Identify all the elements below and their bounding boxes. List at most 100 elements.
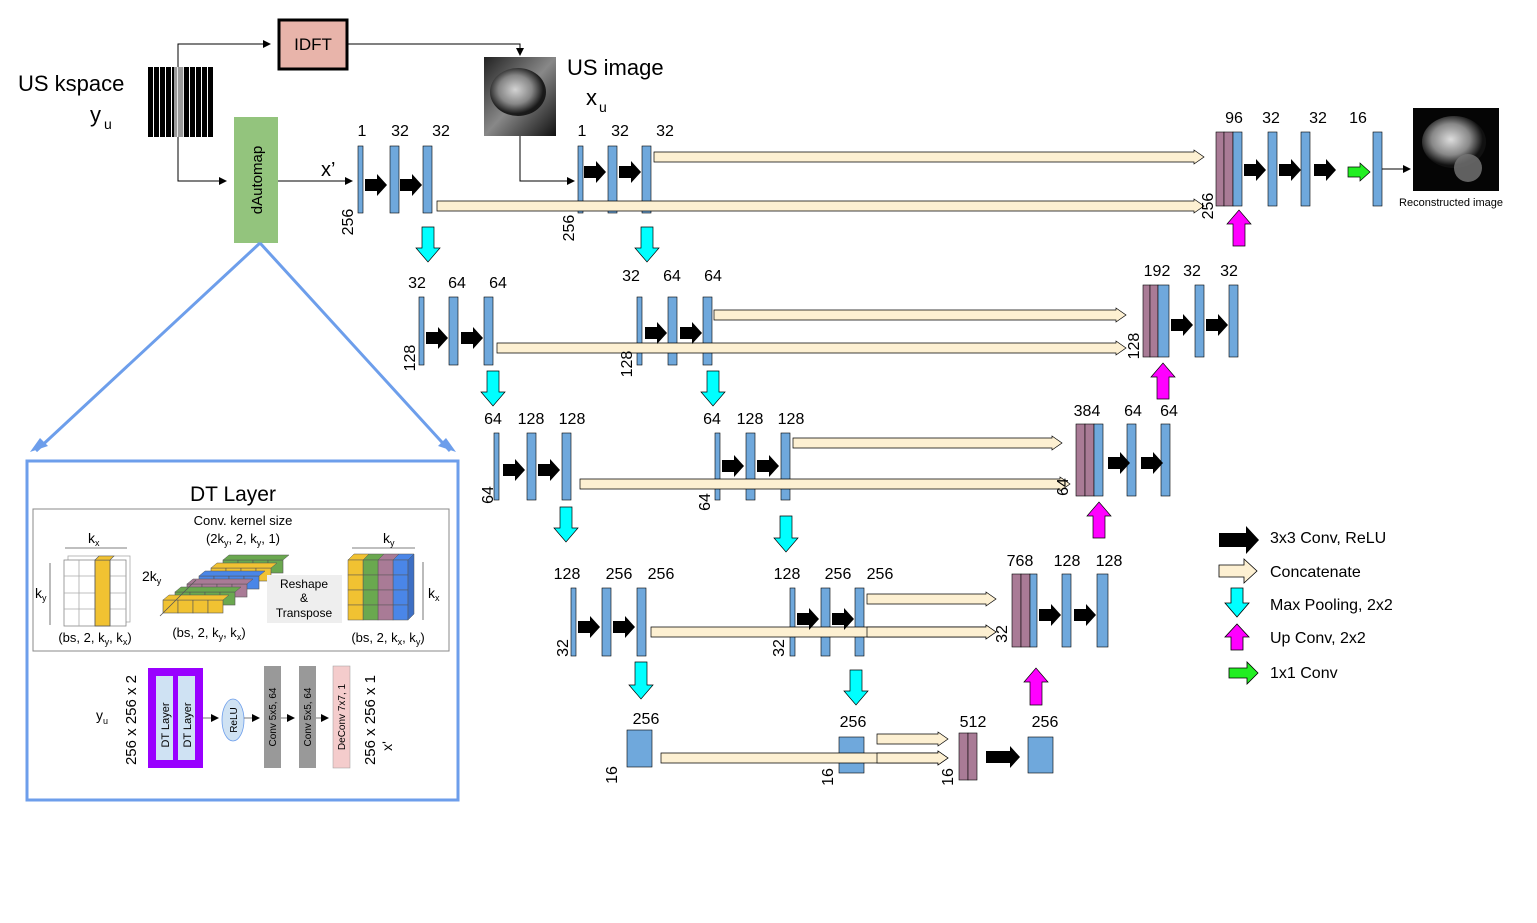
concat-arrow-2 [496,340,1127,356]
conv-arrow-1 [400,174,422,196]
label-u1-4: 16 [1349,110,1367,127]
svg-text:DT Layer: DT Layer [160,702,172,747]
label-c5-side: 16 [940,768,957,786]
kspace-to-idft-line [177,40,271,67]
us-image: US image x u [484,55,664,136]
block-u3-concat-2 [1084,423,1095,497]
conv-arrow-3 [619,161,641,183]
us-image-symbol: x [586,85,597,110]
block-u2-concat-2 [1149,284,1159,358]
concat-arrow-3 [713,307,1127,323]
block-c5-concat-1 [958,732,969,781]
label-b2-2: 64 [663,268,681,285]
block-b2-2 [667,296,678,366]
block-u1-3 [1300,131,1311,207]
conv-arrow-icon [1219,526,1259,554]
image-to-unet-line [519,136,575,185]
conv-arrow-11 [757,455,779,477]
xprime-label: x’ [321,159,335,181]
svg-text:DeConv 7x7, 1: DeConv 7x7, 1 [337,683,348,750]
conv-arrow-13 [613,616,635,638]
kernel-cell [207,599,224,614]
label-a3-1: 64 [484,411,502,428]
pipeline-output-symbol: x' [379,741,395,751]
kernel-stack [162,554,290,614]
block-a5 [626,729,653,768]
label-a4-3: 256 [648,566,675,583]
label-b3-3: 128 [778,411,805,428]
conv-arrow-25 [986,746,1020,768]
conv-arrow-8 [503,459,525,481]
block-u2-3 [1228,284,1239,358]
legend-item-concat: Concatenate [1218,558,1361,584]
block-u3-concat-1 [1075,423,1086,497]
legend-label-upconv: Up Conv, 2x2 [1270,630,1366,647]
dt-layer-2 [178,676,195,760]
label-a2-2: 64 [448,275,466,292]
conv-arrow-2 [584,161,606,183]
label-b2-side: 128 [619,351,636,378]
zoom-arrowhead-left [30,438,48,452]
relu-node [221,698,245,742]
conv-arrow-18 [1108,452,1130,474]
block-b3-3 [780,432,791,501]
legend-label-conv: 3x3 Conv, ReLU [1270,530,1386,547]
reconstructed-image [1413,108,1499,191]
dt-panel: DT Layer Conv. kernel size (2ky, 2, ky, … [25,459,460,802]
block-a4-1 [570,587,577,657]
label-u2-side: 128 [1126,333,1143,360]
conv1x1-arrow-icon [1228,661,1259,685]
label-b1-1: 1 [578,123,587,140]
conv-arrow-7 [680,322,702,344]
upconv-arrow-2 [1150,362,1176,400]
label-u1-side: 256 [1200,193,1217,220]
kernel-cell [192,599,209,614]
pool-arrow-3 [700,370,726,407]
label-b4-2: 256 [825,566,852,583]
block-c5-out [1027,736,1054,774]
svg-text:Conv 5x5, 64: Conv 5x5, 64 [303,687,314,746]
svg-text:kx: kx [428,585,440,603]
block-a3-3 [561,432,572,501]
block-u4-concat-2 [1020,573,1031,648]
label-b1-3: 32 [656,123,674,140]
kernel-top [186,578,254,585]
label-u4-1: 768 [1007,553,1034,570]
legend-item-upconv: Up Conv, 2x2 [1224,623,1366,651]
kernel-shape: (2ky, 2, ky, 1) [206,531,280,548]
block-u2-2 [1194,284,1205,358]
label-b3-2: 128 [737,411,764,428]
block-b1-3 [641,145,652,214]
block-b3-2 [745,432,756,501]
conv1-layer [264,666,281,768]
kspace-input: US kspace y u [18,67,213,137]
kernel-top [210,562,278,569]
legend-item-conv: 3x3 Conv, ReLU [1219,526,1386,554]
label-a4-side: 32 [555,639,572,657]
conv-arrow-16 [1039,604,1061,626]
us-image-title: US image [567,55,664,80]
label-a2-3: 64 [489,275,507,292]
svg-text:ky: ky [35,585,47,603]
label-u3-3: 64 [1160,403,1178,420]
concat-arrow-4 [579,476,1071,492]
block-b4-1 [789,587,796,657]
zoom-line-right [258,241,452,453]
pool-arrow-5 [773,515,799,553]
legend-label-pool: Max Pooling, 2x2 [1270,597,1393,614]
label-b1-2: 32 [611,123,629,140]
block-a2-3 [483,296,494,366]
block-u4-concat-3 [1029,573,1038,648]
kernel-top [174,586,242,593]
label-u3-1: 384 [1074,403,1101,420]
conv-arrow-21 [1206,314,1228,336]
block-a3-2 [526,432,537,501]
label-b3-1: 64 [703,411,721,428]
concat-arrow-8 [866,591,997,607]
conv-arrow-14 [797,608,819,630]
block-b2-3 [702,296,713,366]
upconv-arrow-0 [1023,667,1049,706]
idft-to-image-line [347,43,524,56]
block-b1-1 [577,145,584,214]
